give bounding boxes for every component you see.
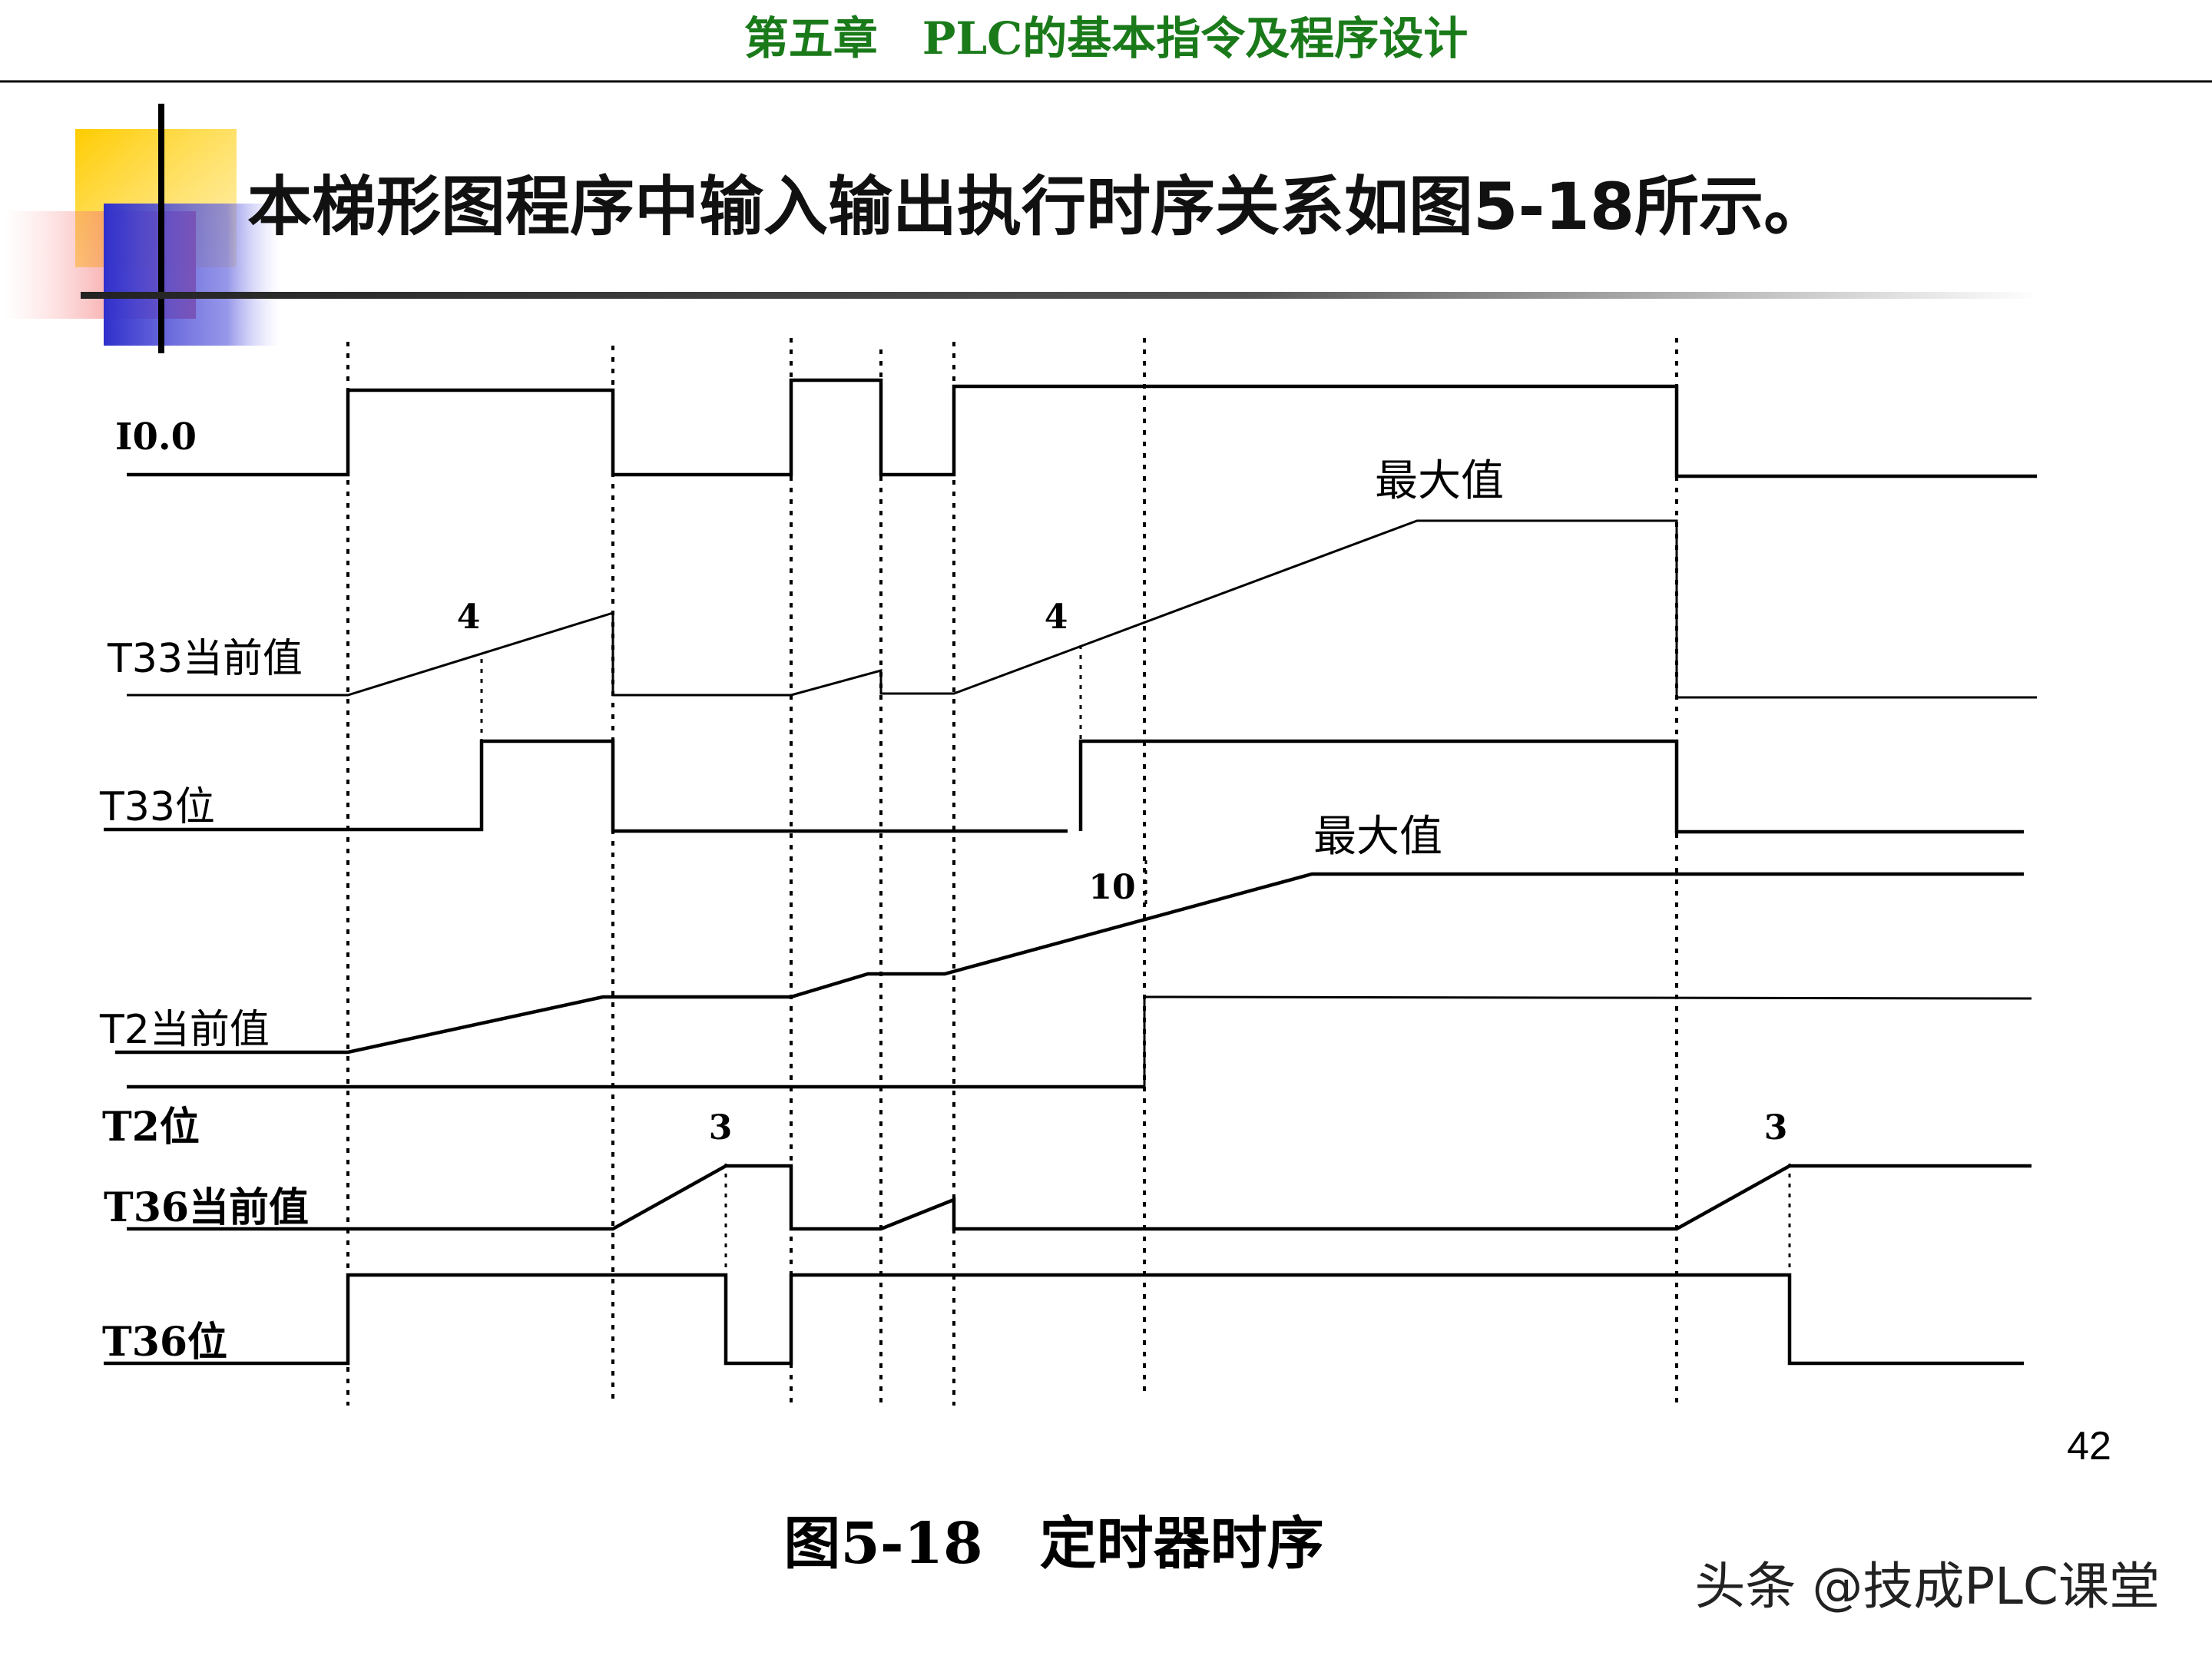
page-number: 42 (2067, 1424, 2111, 1469)
chapter-title: 第五章 PLC的基本指令及程序设计 (744, 12, 1469, 65)
figure-caption: 图5-18 定时器时序 (783, 1511, 1323, 1577)
annotation-t2-max: 最大值 (1313, 812, 1442, 862)
annotation-t2-preset: 10 (1088, 868, 1135, 907)
annotation-t33-preset-1: 4 (457, 598, 481, 637)
source-watermark: 头条 @技成PLC课堂 (1694, 1557, 2160, 1616)
annotation-t33-preset-2: 4 (1045, 598, 1068, 637)
waveform-t33-bit-second (1078, 739, 2024, 834)
annotation-t33-max: 最大值 (1375, 456, 1504, 506)
slide-heading: 本梯形图程序中输入输出执行时序关系如图5-18所示。 (247, 169, 1828, 244)
preset-markers (480, 645, 1791, 1363)
waveform-t33-current (127, 519, 2037, 699)
signal-label-t36-bit: T36位 (102, 1319, 227, 1366)
waveform-i00 (127, 378, 2037, 478)
signal-label-t2-bit: T2位 (102, 1104, 200, 1151)
signal-label-i00: I0.0 (115, 416, 197, 459)
annotation-t36-preset-1: 3 (709, 1108, 733, 1147)
waveform-t36-bit (104, 1273, 2024, 1366)
waveform-t36-current (127, 1164, 2032, 1231)
annotation-t36-preset-2: 3 (1764, 1108, 1788, 1147)
waveform-t2-bit-high (1143, 995, 2032, 1087)
signal-label-t33-cv: T33当前值 (107, 636, 303, 682)
waveform-t33-bit (104, 739, 1068, 833)
slide-decoration (4, 104, 2039, 353)
signal-label-t2-cv: T2当前值 (99, 1007, 270, 1053)
signal-label-t33-bit: T33位 (99, 784, 215, 830)
waveform-t2-current (115, 872, 2024, 1055)
signal-label-t36-cv: T36当前值 (104, 1184, 309, 1231)
